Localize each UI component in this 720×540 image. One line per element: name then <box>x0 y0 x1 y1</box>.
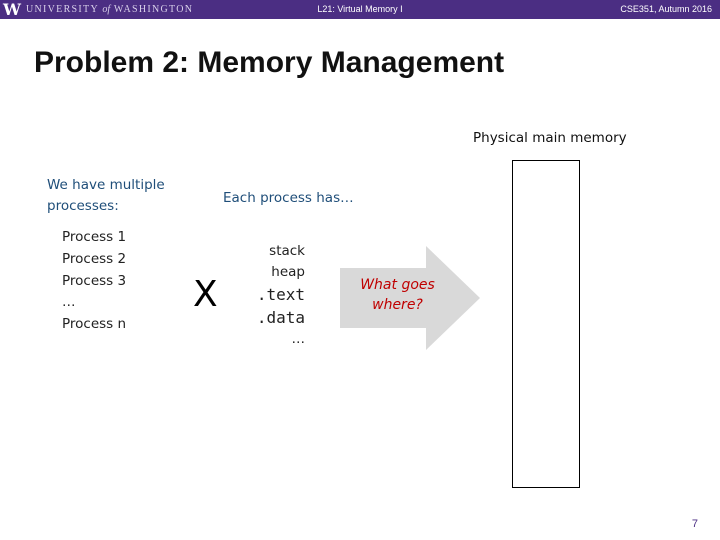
physical-memory-box <box>512 160 580 488</box>
process-list: Process 1 Process 2 Process 3 … Process … <box>62 227 126 336</box>
page-number: 7 <box>691 518 698 530</box>
arrow-text: What goes where? <box>360 277 435 313</box>
header-bar: W UNIVERSITY of WASHINGTON L21: Virtual … <box>0 0 720 19</box>
slide-title: Problem 2: Memory Management <box>34 46 505 79</box>
process-item: Process n <box>62 316 127 333</box>
intro-text: We have multiple processes: <box>47 177 165 214</box>
section-item-ellipsis: … <box>291 331 306 347</box>
process-item: … <box>62 294 76 311</box>
course-label: CSE351, Autumn 2016 <box>620 4 712 14</box>
times-symbol: X <box>193 274 218 315</box>
lecture-title: L21: Virtual Memory I <box>317 4 403 14</box>
uw-logo: W UNIVERSITY of WASHINGTON <box>3 0 193 19</box>
section-item-text: .text <box>256 285 305 304</box>
right-arrow-icon <box>340 246 480 350</box>
process-item: Process 2 <box>62 250 127 267</box>
uw-w-icon: W <box>3 0 21 19</box>
section-item-heap: heap <box>271 264 305 280</box>
process-item: Process 3 <box>62 272 127 289</box>
section-item-stack: stack <box>269 243 305 259</box>
section-list: stack heap .text .data … <box>220 241 305 350</box>
section-item-data: .data <box>256 308 305 327</box>
physical-memory-label: Physical main memory <box>473 130 627 146</box>
each-process-label: Each process has… <box>223 190 354 206</box>
process-item: Process 1 <box>62 229 127 245</box>
university-wordmark: UNIVERSITY of WASHINGTON <box>25 4 194 15</box>
